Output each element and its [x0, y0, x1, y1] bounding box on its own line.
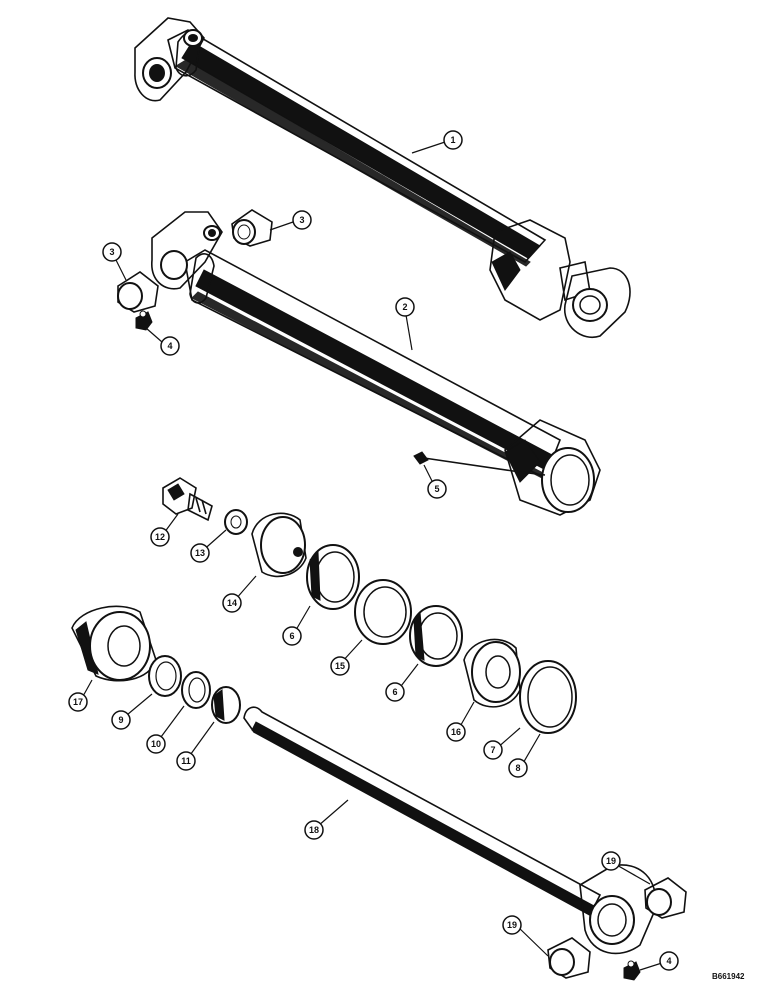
svg-text:13: 13: [195, 548, 205, 558]
wiper-11: [211, 686, 241, 724]
ring-7-8: [519, 660, 577, 734]
callout-14: 14: [222, 593, 242, 613]
callout-18: 18: [304, 820, 324, 840]
callouts: 1 2 3 3 4 5 12 13 14 6 15 6 16 7 8 17 9 …: [68, 130, 679, 971]
svg-text:18: 18: [309, 825, 319, 835]
svg-text:12: 12: [155, 532, 165, 542]
svg-text:1: 1: [450, 135, 455, 145]
svg-text:4: 4: [666, 956, 671, 966]
callout-8: 8: [508, 758, 528, 778]
bushing-19-left: [547, 937, 591, 979]
svg-text:2: 2: [402, 302, 407, 312]
callout-4-upper: 4: [160, 336, 180, 356]
svg-text:14: 14: [227, 598, 237, 608]
callout-4-lower: 4: [659, 951, 679, 971]
screw-5: [413, 451, 546, 476]
gland-17: [71, 605, 157, 682]
callout-16: 16: [446, 722, 466, 742]
piston-14: [251, 512, 307, 578]
callout-11: 11: [176, 751, 196, 771]
callout-6-right: 6: [385, 682, 405, 702]
callout-10: 10: [146, 734, 166, 754]
svg-text:19: 19: [507, 920, 517, 930]
svg-text:3: 3: [299, 215, 304, 225]
svg-text:10: 10: [151, 739, 161, 749]
callout-1: 1: [443, 130, 463, 150]
svg-text:4: 4: [167, 341, 172, 351]
svg-text:16: 16: [451, 727, 461, 737]
callout-15: 15: [330, 656, 350, 676]
svg-text:6: 6: [289, 631, 294, 641]
piston-rod-18: [243, 706, 657, 955]
callout-9: 9: [111, 710, 131, 730]
svg-text:8: 8: [515, 763, 520, 773]
seal-10: [181, 671, 211, 709]
callout-6-left: 6: [282, 626, 302, 646]
svg-text:3: 3: [109, 247, 114, 257]
bolt-12: [162, 477, 213, 522]
callout-7: 7: [483, 740, 503, 760]
svg-text:11: 11: [181, 756, 191, 766]
callout-3-upper: 3: [292, 210, 312, 230]
callout-5: 5: [427, 479, 447, 499]
svg-text:5: 5: [434, 484, 439, 494]
svg-text:9: 9: [118, 715, 123, 725]
grease-fitting-4-lower: [623, 960, 641, 981]
svg-text:17: 17: [73, 697, 83, 707]
callout-2: 2: [395, 297, 415, 317]
callout-13: 13: [190, 543, 210, 563]
callout-3-left: 3: [102, 242, 122, 262]
grease-fitting-4: [135, 310, 153, 331]
washer-13: [224, 509, 248, 535]
bushing-3-upper: [231, 209, 273, 247]
bushing-3-left: [117, 271, 159, 313]
seal-9: [148, 655, 182, 697]
ring-15: [354, 579, 412, 645]
svg-text:6: 6: [392, 687, 397, 697]
piston-16: [463, 638, 521, 708]
drawing-reference-code: B661942: [712, 972, 745, 981]
callout-12: 12: [150, 527, 170, 547]
callout-17: 17: [68, 692, 88, 712]
bushing-19-right: [644, 877, 687, 919]
callout-19-left: 19: [502, 915, 522, 935]
cylinder-tube-2: [151, 211, 601, 516]
seal-6-right: [409, 605, 463, 667]
seal-6-left: [306, 544, 360, 610]
svg-text:7: 7: [490, 745, 495, 755]
svg-text:19: 19: [606, 856, 616, 866]
svg-text:15: 15: [335, 661, 345, 671]
callout-19-right: 19: [601, 851, 621, 871]
cylinder-assembly-1: [134, 17, 631, 339]
